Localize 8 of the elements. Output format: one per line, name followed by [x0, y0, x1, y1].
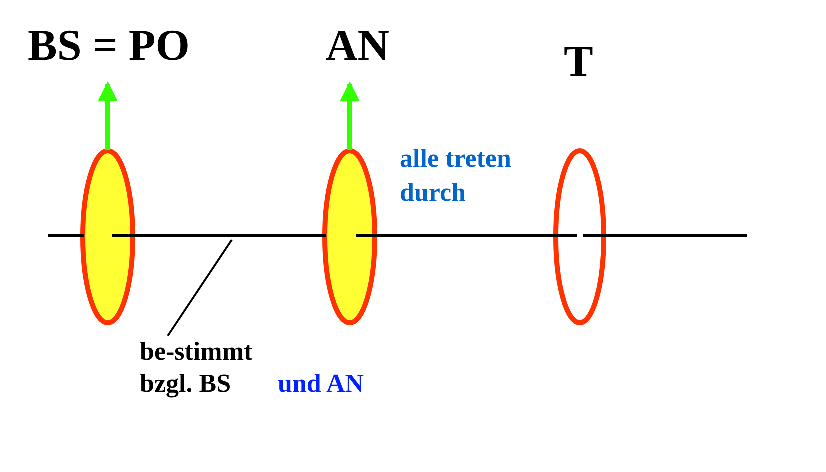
arrow [98, 82, 118, 150]
heading-label: T [564, 38, 594, 86]
heading-label: BS = PO [28, 22, 190, 70]
annotation-text: alle treten durch [400, 143, 512, 209]
leader-line [167, 239, 233, 337]
annotation-text: be-stimmt bzgl. BS und AN [140, 336, 365, 400]
heading-label: AN [326, 22, 390, 70]
arrow [340, 82, 360, 150]
